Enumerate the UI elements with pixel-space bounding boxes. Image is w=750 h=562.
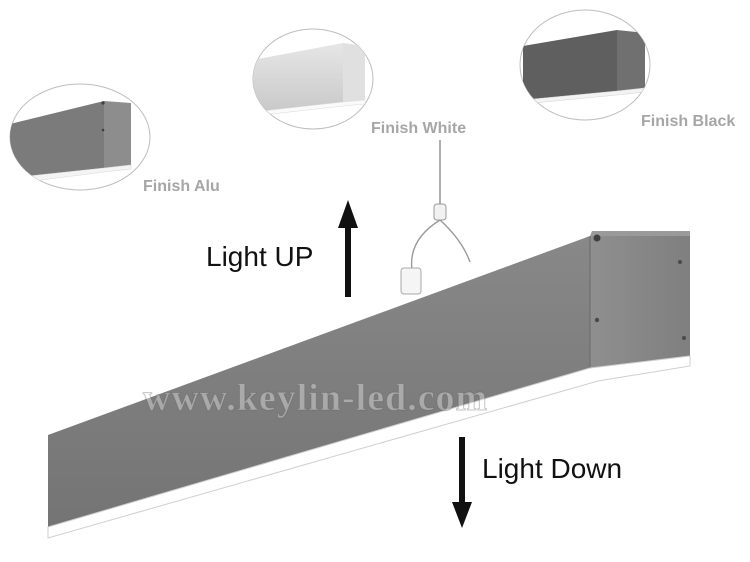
fixture-diffuser xyxy=(47,355,691,539)
alu-front-face xyxy=(10,101,104,178)
arrow-down-icon xyxy=(452,437,472,528)
light-down-label: Light Down xyxy=(482,453,623,484)
end-screw-right-bottom xyxy=(682,336,686,340)
white-front-face xyxy=(253,43,343,112)
end-screw-middle xyxy=(594,317,600,323)
finish-white-label: Finish White xyxy=(371,120,467,137)
watermark-text: www.keylin-led.com xyxy=(143,377,488,419)
end-screw-right-top xyxy=(678,260,682,264)
finish-alu-sample xyxy=(9,83,151,191)
linear-light-fixture xyxy=(47,231,691,539)
black-end-face xyxy=(617,30,645,91)
end-screw-top xyxy=(593,234,601,242)
finish-black-label: Finish Black xyxy=(641,113,736,130)
finish-alu-label: Finish Alu xyxy=(143,178,220,195)
fixture-end-face xyxy=(590,236,690,368)
white-end-face xyxy=(343,43,365,102)
alu-end-face xyxy=(104,101,131,168)
suspension-cable xyxy=(400,140,471,295)
light-up-label: Light UP xyxy=(206,241,314,272)
finish-white-sample xyxy=(252,28,374,130)
fixture-front-face xyxy=(48,236,590,527)
black-front-face xyxy=(523,30,617,100)
arrow-up-icon xyxy=(338,200,358,297)
finish-black-sample xyxy=(519,9,651,121)
